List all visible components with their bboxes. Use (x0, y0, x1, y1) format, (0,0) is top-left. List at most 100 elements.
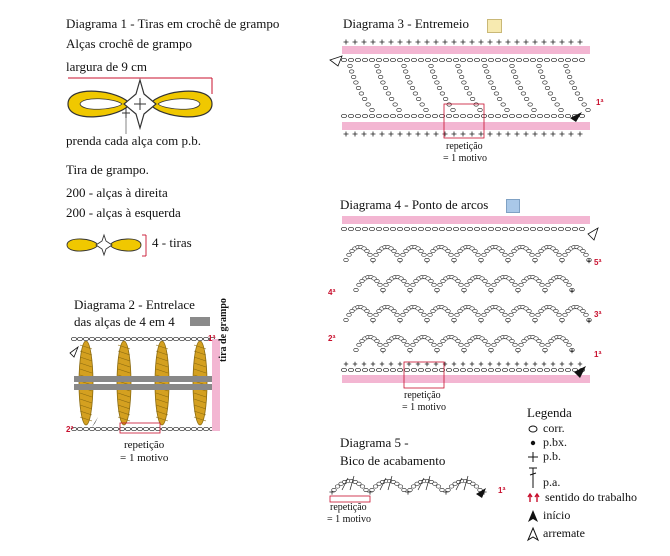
bottom-chain (362, 113, 368, 119)
diagram3-title: Diagrama 3 - Entremeio (343, 16, 469, 31)
loop-twist (155, 350, 169, 356)
arch-chain (545, 282, 551, 287)
arch-chain (418, 309, 424, 314)
arch-chain (508, 252, 514, 257)
arch-chain (349, 249, 355, 254)
bottom-chain (369, 113, 375, 119)
top-chain (390, 57, 396, 63)
diagram2-row-1: 1ª (208, 334, 216, 343)
top-chain (558, 57, 564, 63)
sc-stitch (397, 39, 403, 45)
sc-stitch (406, 39, 412, 45)
zigzag-chain (405, 74, 411, 79)
arch-chain (356, 342, 362, 347)
bottom-chain (155, 426, 161, 432)
zigzag-chain (416, 96, 422, 101)
top-chain (131, 336, 137, 342)
sc-stitch (424, 131, 430, 137)
bottom-chain (558, 113, 564, 119)
arch-chain (380, 348, 386, 353)
sc-stitch (568, 39, 574, 45)
arch-chain (427, 312, 433, 317)
arch-chain (418, 249, 424, 254)
zigzag-chain (430, 69, 436, 74)
arch-chain (437, 342, 443, 347)
top-chain (418, 226, 424, 232)
top-chain (530, 226, 536, 232)
diagram4-repeat-2: = 1 motivo (402, 402, 446, 413)
sc-stitch (478, 131, 484, 137)
arch-chain (410, 282, 416, 287)
legend-label-finish: arremate (543, 526, 585, 540)
loop-twist (79, 344, 93, 350)
zigzag-chain (565, 69, 571, 74)
diagram5-title-line2: Bico de acabamento (340, 453, 446, 468)
arch-chain (484, 309, 490, 314)
loop-twist (79, 362, 93, 368)
arch-chain (539, 282, 545, 287)
bottom-chain (179, 426, 185, 432)
arch-chain (458, 342, 464, 347)
zigzag-chain (509, 63, 515, 68)
picot-chain (448, 484, 455, 489)
sc-stitch (523, 39, 529, 45)
arch-chain (380, 288, 386, 293)
zigzag-chain (409, 85, 416, 90)
loop-twist (193, 362, 207, 368)
top-chain (404, 57, 410, 63)
loop-twist (155, 410, 169, 416)
arch-chain (566, 282, 572, 287)
arch-chain (421, 252, 427, 257)
bottom-chain (348, 367, 354, 373)
top-chain (404, 226, 410, 232)
start-arrowhead (570, 112, 582, 122)
sc-stitch (433, 361, 439, 367)
picot-chain (372, 484, 379, 489)
bottom-chain (467, 113, 473, 119)
zigzag-chain (450, 108, 456, 113)
arch-chain (407, 288, 413, 293)
bottom-chain (411, 113, 417, 119)
zigzag-chain (567, 74, 573, 79)
top-chain (89, 336, 95, 342)
sc-stitch (424, 361, 430, 367)
zigzag-chain (574, 91, 581, 96)
filled-arrowhead-icon (528, 509, 538, 522)
diagram1-left-loops: 200 - alças à esquerda (66, 205, 181, 220)
bottom-chain (537, 367, 543, 373)
loop-twist (117, 344, 131, 350)
top-chain (495, 57, 501, 63)
bottom-chain (509, 367, 515, 373)
sc-stitch (505, 361, 511, 367)
bottom-chain (460, 367, 466, 373)
zigzag-chain (484, 69, 490, 74)
top-chain (579, 226, 585, 232)
bottom-chain (439, 367, 445, 373)
top-chain (495, 226, 501, 232)
sc-stitch (361, 39, 367, 45)
diagram1-width-label: largura de 9 cm (66, 59, 147, 74)
loop-twist (117, 410, 131, 416)
top-chain (432, 226, 438, 232)
sc-stitch (469, 361, 475, 367)
arch-chain (538, 249, 544, 254)
arch-chain (562, 252, 568, 257)
legend-item-pa: p.a. (527, 466, 560, 490)
arch-chain (505, 257, 511, 262)
arch-chain (472, 309, 478, 314)
arch-chain (377, 282, 383, 287)
arch-chain (478, 257, 484, 262)
diagram3-color-swatch (487, 19, 502, 33)
zigzag-chain (581, 102, 587, 107)
loop-twist (155, 368, 169, 374)
bottom-chain (83, 426, 89, 432)
arch-chain (383, 282, 389, 287)
sc-stitch (505, 131, 511, 137)
sc-stitch (532, 361, 538, 367)
zigzag-chain (473, 102, 479, 107)
zigzag-chain (423, 108, 429, 113)
top-chain (537, 57, 543, 63)
top-chain (362, 57, 368, 63)
arch-chain (482, 339, 488, 344)
arch-chain (491, 342, 497, 347)
